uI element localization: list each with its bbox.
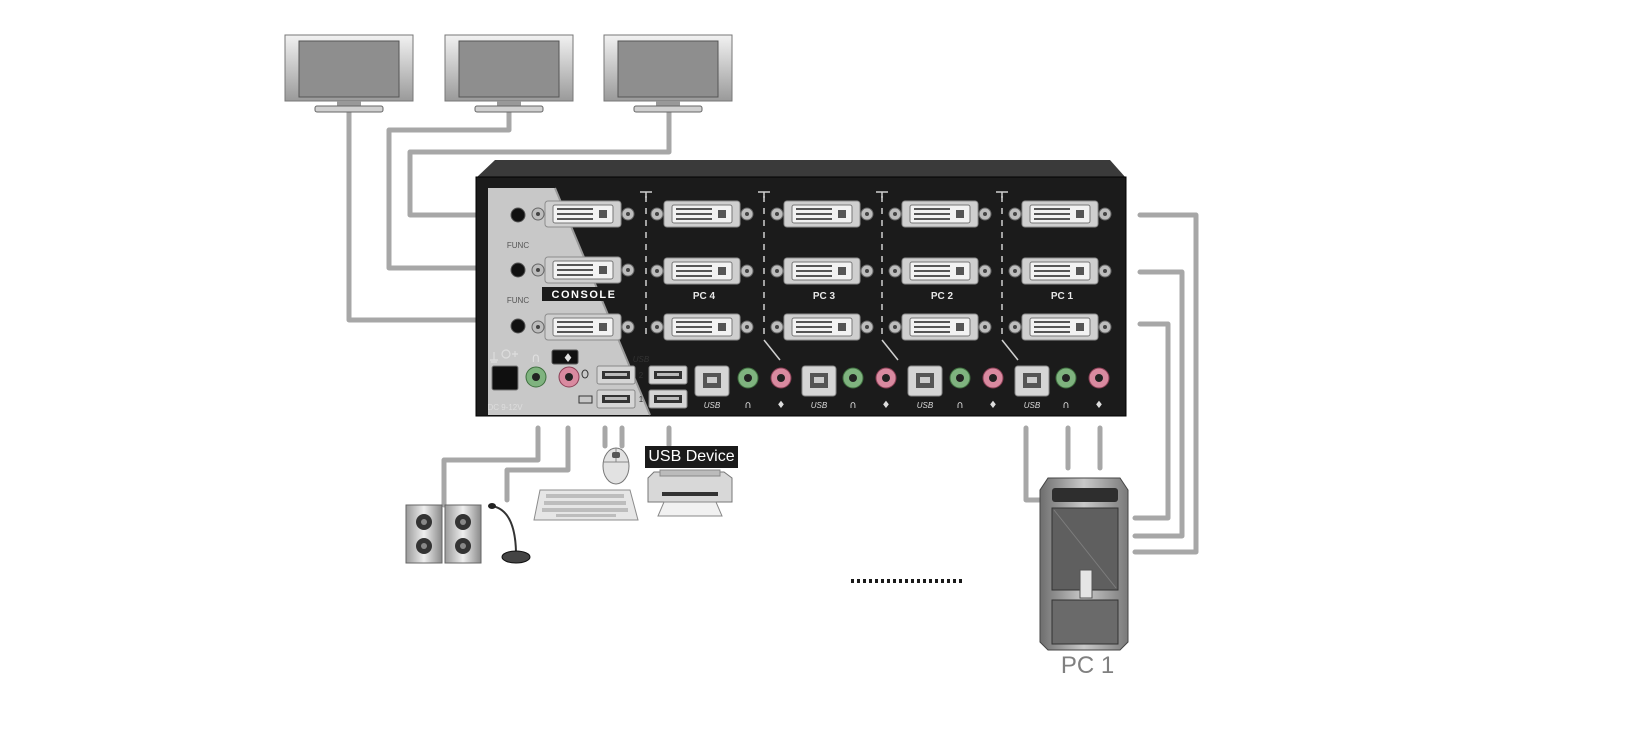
console-mic-jack[interactable] [558, 366, 580, 388]
console-usb-port-1a[interactable] [596, 389, 636, 409]
pc3-usb-port[interactable] [801, 365, 837, 397]
pc2-speaker-jack[interactable] [949, 367, 971, 389]
pc4-usb-label: USB [704, 401, 721, 410]
pc1-dvi-port-1[interactable] [1008, 200, 1112, 228]
pc1-label: PC 1 [1060, 652, 1115, 679]
keyboard-port-icon [578, 395, 593, 404]
pc2-dvi-port-2[interactable] [888, 257, 992, 285]
pc2-usb-port[interactable] [907, 365, 943, 397]
mic-port-icon: ♦ [563, 351, 574, 365]
monitor-1-cable [346, 109, 503, 323]
monitor-2-cable [386, 109, 512, 271]
kvm-switch: CONSOLE FUNC FUNC [475, 160, 1127, 417]
pc2-dvi-port-3[interactable] [888, 313, 992, 341]
monitor-3-cable [407, 109, 672, 218]
console-dvi-port-3[interactable] [531, 313, 635, 341]
headphone-icon: ∩ [849, 400, 856, 411]
pc1-usb-label: USB [1024, 401, 1041, 410]
speaker-icon [405, 504, 482, 564]
microphone-cable [504, 425, 571, 503]
pc1-dvi-cable-1 [1132, 212, 1199, 555]
func-label-1: FUNC [507, 241, 529, 250]
ground-icon [490, 349, 518, 363]
headphone-icon: ∩ [744, 400, 751, 411]
pc-tower-icon [1039, 477, 1129, 651]
console-panel [488, 188, 650, 415]
pc4-speaker-jack[interactable] [737, 367, 759, 389]
mic-port-icon: ♦ [777, 400, 786, 411]
pc3-usb-label: USB [811, 401, 828, 410]
usb-port-2-label: 2 [639, 371, 644, 380]
mic-port-icon: ♦ [989, 400, 998, 411]
headphone-icon: ∩ [1062, 400, 1069, 411]
cables [346, 109, 1199, 555]
console-dvi-port-2[interactable] [531, 256, 635, 284]
pc2-mic-jack[interactable] [982, 367, 1004, 389]
pc1-speaker-jack[interactable] [1055, 367, 1077, 389]
pc3-dvi-port-2[interactable] [770, 257, 874, 285]
console-dvi-port-1[interactable] [531, 200, 635, 228]
pc1-dvi-cable-3 [1132, 321, 1171, 521]
pc1-dvi-cable-2 [1132, 269, 1185, 539]
pc2-dvi-port-1[interactable] [888, 200, 992, 228]
headphone-icon: ∩ [531, 351, 541, 366]
pc1-usb-port[interactable] [1014, 365, 1050, 397]
pc1-port-label: PC 1 [1051, 291, 1074, 302]
dc-power-label: DC 9-12V [487, 403, 523, 412]
usb-port-1-label: 1 [639, 395, 644, 404]
headphone-icon: ∩ [956, 400, 963, 411]
func-button-3[interactable] [510, 318, 526, 334]
pc4-dvi-port-2[interactable] [650, 257, 754, 285]
monitor-icon [603, 34, 733, 113]
console-speaker-jack[interactable] [525, 366, 547, 388]
pc1-usb-cable [1023, 425, 1043, 503]
dc-power-jack[interactable] [491, 365, 519, 391]
mouse-port-icon [581, 369, 589, 379]
monitor-icon [444, 34, 574, 113]
console-usb-port-2a[interactable] [596, 365, 636, 385]
mouse-icon [602, 447, 630, 485]
pc1-mic-jack[interactable] [1088, 367, 1110, 389]
pc1-dvi-port-3[interactable] [1008, 313, 1112, 341]
printer-icon [647, 469, 733, 517]
microphone-icon [488, 503, 531, 564]
pc2-port-label: PC 2 [931, 291, 954, 302]
pc4-port-label: PC 4 [693, 291, 716, 302]
pc3-mic-jack[interactable] [875, 367, 897, 389]
console-usb-port-1b[interactable] [648, 389, 688, 409]
pc3-dvi-port-3[interactable] [770, 313, 874, 341]
monitor-icon [284, 34, 414, 113]
pc3-dvi-port-1[interactable] [770, 200, 874, 228]
console-label-text: CONSOLE [552, 289, 617, 301]
keyboard-icon [533, 489, 639, 521]
pc2-usb-label: USB [917, 401, 934, 410]
console-usb-port-2b[interactable] [648, 365, 688, 385]
speaker-cable [441, 425, 541, 508]
pc3-port-label: PC 3 [813, 291, 836, 302]
usb-device-label: USB Device [645, 446, 738, 468]
pc3-speaker-jack[interactable] [842, 367, 864, 389]
console-label [542, 287, 626, 301]
usb-header-label: USB [633, 355, 650, 364]
func-label-2: FUNC [507, 296, 529, 305]
pc4-dvi-port-3[interactable] [650, 313, 754, 341]
pc1-dvi-port-2[interactable] [1008, 257, 1112, 285]
mic-port-icon: ♦ [882, 400, 891, 411]
func-button-2[interactable] [510, 262, 526, 278]
pc4-mic-jack[interactable] [770, 367, 792, 389]
pc4-usb-port[interactable] [694, 365, 730, 397]
pc4-dvi-port-1[interactable] [650, 200, 754, 228]
mic-port-icon: ♦ [1095, 400, 1104, 411]
func-button-1[interactable] [510, 207, 526, 223]
